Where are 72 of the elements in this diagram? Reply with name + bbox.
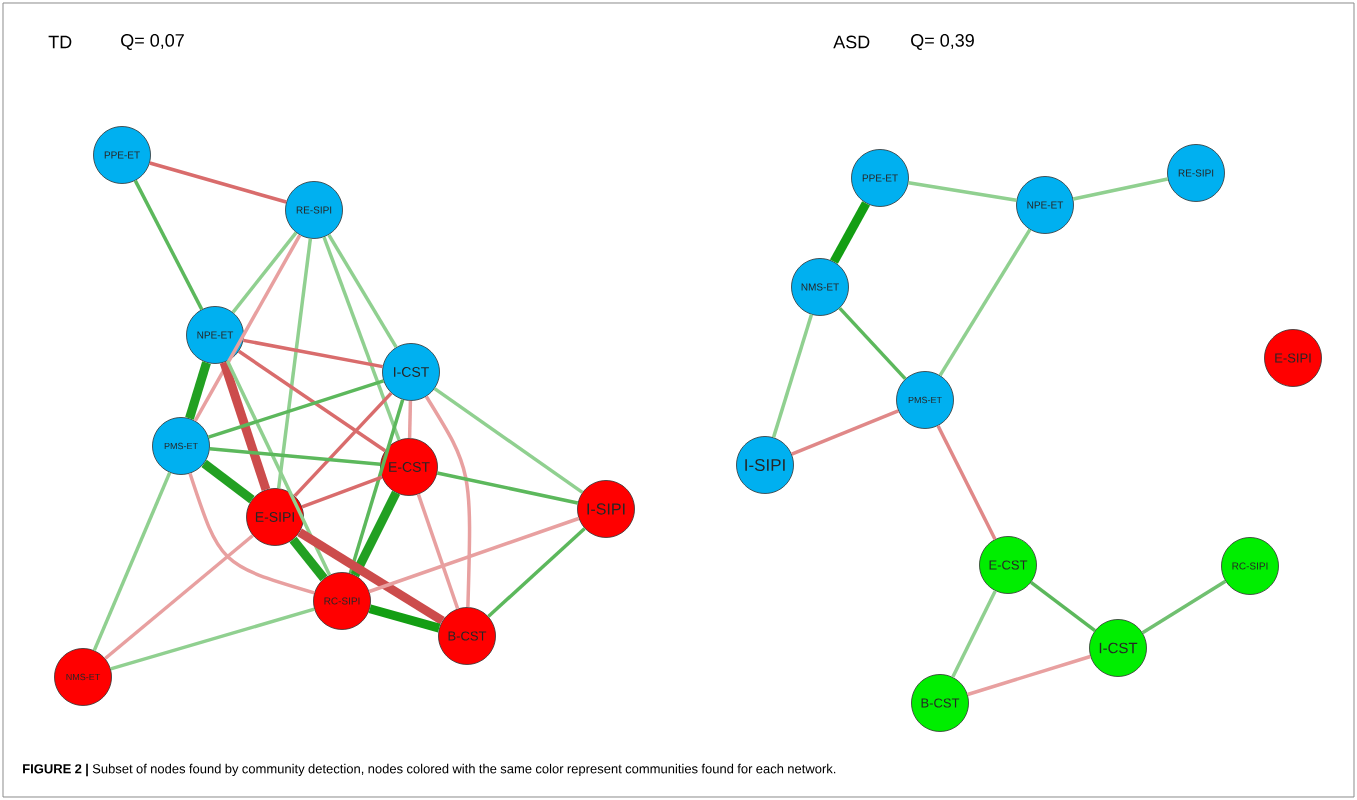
network-edge bbox=[967, 654, 1091, 697]
network-edge bbox=[348, 399, 405, 574]
network-edge bbox=[149, 161, 287, 204]
network-edge bbox=[436, 471, 579, 505]
network-edge bbox=[133, 179, 204, 311]
network-edge bbox=[487, 527, 586, 618]
network-node: PMS-ET bbox=[152, 417, 210, 475]
panel-title: ASD bbox=[833, 35, 870, 49]
network-node: NPE-ET bbox=[1016, 176, 1074, 234]
network-node: I-SIPI bbox=[577, 480, 635, 538]
network-node: RC-SIPI bbox=[313, 572, 371, 630]
network-edge bbox=[297, 528, 445, 625]
network-node: PMS-ET bbox=[896, 371, 954, 429]
network-node: E-CST bbox=[380, 438, 438, 496]
network-edge bbox=[243, 338, 383, 369]
network-edge bbox=[208, 379, 385, 439]
network-edge bbox=[830, 201, 870, 264]
network-node: I-SIPI bbox=[736, 436, 794, 494]
panel-title: TD bbox=[48, 35, 72, 49]
network-edge bbox=[225, 360, 332, 576]
network-node: NMS-ET bbox=[791, 258, 849, 316]
network-edge bbox=[771, 314, 814, 438]
network-edge bbox=[322, 236, 401, 441]
network-node: I-CST bbox=[1089, 619, 1147, 677]
network-edge bbox=[110, 607, 315, 671]
network-edge bbox=[301, 475, 383, 509]
network-edge bbox=[424, 395, 472, 608]
network-node: E-CST bbox=[979, 536, 1037, 594]
network-edge bbox=[327, 233, 398, 349]
network-edge bbox=[416, 493, 460, 610]
network-edge bbox=[938, 228, 1032, 377]
figure-caption: FIGURE 2 | Subset of nodes found by community detection, nodes colored with the same color represent communities found for each network. bbox=[23, 763, 836, 777]
network-node: RC-SIPI bbox=[1221, 537, 1279, 595]
network-node: NMS-ET bbox=[54, 648, 112, 706]
network-edge bbox=[838, 306, 907, 381]
network-edge bbox=[368, 516, 580, 594]
network-edge bbox=[104, 534, 254, 660]
network-edge bbox=[1030, 581, 1096, 632]
panel-title: Q= 0,07 bbox=[121, 34, 184, 50]
network-node: E-SIPI bbox=[1264, 329, 1322, 387]
network-edge bbox=[951, 590, 997, 678]
network-edge bbox=[92, 471, 172, 652]
network-edge bbox=[193, 234, 302, 422]
network-edge bbox=[407, 400, 413, 439]
network-edge bbox=[289, 536, 328, 582]
network-node: B-CST bbox=[438, 607, 496, 665]
network-edge bbox=[908, 180, 1017, 203]
network-edge bbox=[201, 459, 255, 504]
network-node: RE-SIPI bbox=[1167, 144, 1225, 202]
network-edge bbox=[231, 231, 298, 314]
network-edge bbox=[237, 349, 387, 453]
network-edge bbox=[209, 446, 381, 467]
network-edge bbox=[791, 409, 899, 456]
network-edge bbox=[219, 361, 271, 491]
network-edge bbox=[433, 387, 584, 494]
network-edge bbox=[293, 391, 393, 498]
network-node: I-CST bbox=[382, 343, 440, 401]
network-edge bbox=[368, 604, 441, 633]
network-node: PPE-ET bbox=[93, 126, 151, 184]
network-edge bbox=[936, 425, 997, 540]
network-edge bbox=[185, 361, 211, 420]
network-node: PPE-ET bbox=[851, 149, 909, 207]
network-edge bbox=[1141, 579, 1227, 635]
network-node: NPE-ET bbox=[186, 306, 244, 364]
network-edge bbox=[1072, 177, 1169, 201]
network-node: B-CST bbox=[911, 674, 969, 732]
network-edge bbox=[276, 238, 313, 489]
panel-title: Q= 0,39 bbox=[911, 34, 974, 50]
network-edge bbox=[350, 490, 401, 578]
network-node: RE-SIPI bbox=[285, 181, 343, 239]
network-edge bbox=[188, 472, 315, 595]
network-node: E-SIPI bbox=[246, 488, 304, 546]
